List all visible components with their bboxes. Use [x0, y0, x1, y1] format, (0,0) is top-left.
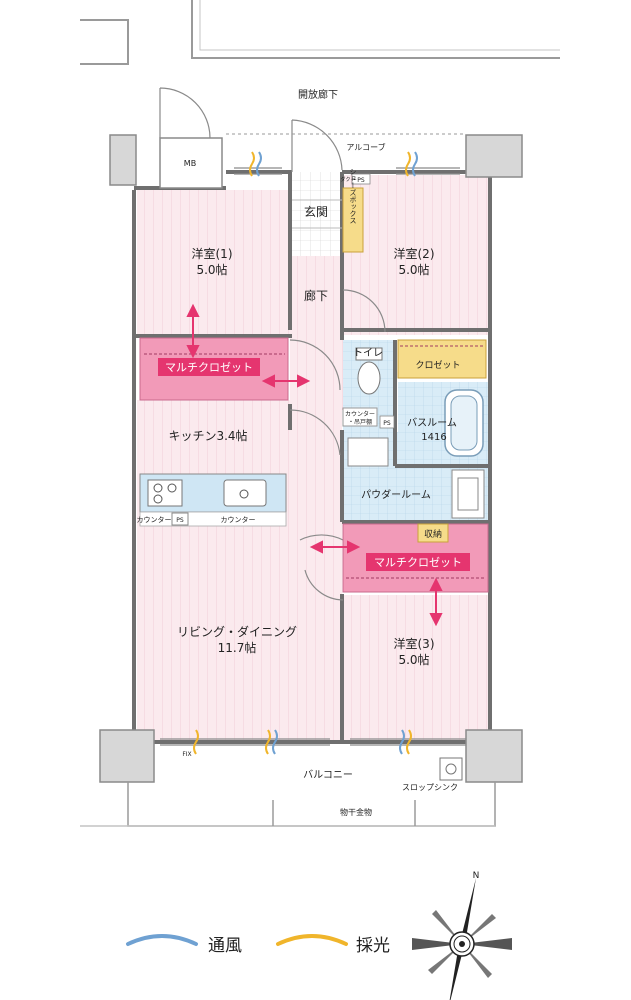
powder-room-label: パウダールーム [361, 488, 431, 501]
shuno-storage [417, 523, 449, 543]
entrance-floor [292, 172, 342, 256]
shoe-box [342, 187, 364, 253]
toilet-counter [342, 407, 378, 427]
western-room-3-name: 洋室(3) [394, 636, 435, 651]
wind-legend-label: 通風 [208, 936, 242, 956]
light-legend-swatch [276, 934, 348, 946]
western-room-1-size: 5.0帖 [196, 262, 227, 277]
western-room-1-floor [137, 190, 290, 335]
kitchen-label: キッチン3.4帖 [168, 428, 247, 443]
wind-legend-swatch [126, 934, 198, 946]
mb-label: MB [184, 159, 196, 168]
counter-right-label: カウンター [221, 515, 256, 524]
arrows [186, 303, 443, 627]
entrance-steps [292, 199, 342, 229]
floors [137, 172, 488, 740]
closet-label: クロゼット [415, 359, 460, 371]
alcove-label: アルコーブ [346, 142, 385, 152]
hallway-label: 廊下 [304, 288, 328, 303]
multi-closet-2-label: マルチクロゼット [374, 556, 462, 569]
multi-closet-1-badge [158, 358, 260, 376]
balcony-rail [80, 782, 496, 827]
door-swings [159, 87, 386, 601]
vanity [347, 437, 389, 467]
light-legend-label: 採光 [356, 936, 390, 956]
multi-closet-1-label: マルチクロゼット [165, 361, 253, 374]
compass-icon: N [412, 871, 512, 1000]
ventilation-marks [193, 151, 418, 755]
western-room-2-floor [343, 175, 488, 335]
kitchen-counter [139, 473, 287, 527]
drying-rack-label: 物干金物 [340, 807, 372, 817]
toilet-counter-label-1: カウンター [345, 410, 375, 418]
toilet-fixture [355, 347, 383, 395]
toilet-label: トイレ [353, 348, 383, 359]
duct-label: ダクト [340, 176, 355, 183]
labels: 開放廊下 アルコーブ MB ダクト PS 洋室(1) 5.0帖 玄関 シューズボ… [137, 88, 463, 817]
toilet-counter-label-2: ・吊戸棚 [348, 418, 372, 426]
ps-label-top: PS [357, 177, 365, 184]
columns [99, 134, 523, 783]
washer [451, 469, 485, 519]
north-label: N [473, 871, 480, 881]
shoe-box-label: シューズボックス [349, 168, 357, 224]
slop-sink-label: スロップシンク [402, 783, 458, 792]
western-room-3-floor [343, 595, 488, 740]
counter-left-label: カウンター [137, 515, 172, 524]
open-corridor-label: 開放廊下 [298, 88, 338, 101]
fix-label: FIX [182, 751, 191, 758]
closet-rods [144, 345, 484, 579]
living-name: リビング・ダイニング [177, 624, 297, 639]
ldk-floor [137, 400, 342, 740]
western-room-2-name: 洋室(2) [394, 246, 435, 261]
multi-closet-2-badge [366, 553, 470, 571]
entrance-label: 玄関 [304, 204, 328, 219]
balcony-label: バルコニー [303, 769, 353, 781]
ps-label-toilet: PS [383, 420, 391, 427]
ps-label-kitchen: PS [176, 517, 184, 524]
western-room-2-size: 5.0帖 [398, 262, 429, 277]
bath-name: バスルーム [407, 417, 457, 429]
western-room-1-name: 洋室(1) [192, 246, 233, 261]
western-room-3-size: 5.0帖 [398, 652, 429, 667]
walls [132, 170, 492, 744]
slop-sink-fixture [439, 757, 463, 781]
upper-structure [80, 0, 560, 65]
living-size: 11.7帖 [218, 640, 257, 655]
shuno-label: 収納 [424, 528, 442, 540]
legend: 通風 採光 [126, 934, 390, 956]
bath-size: 1416 [421, 432, 446, 443]
